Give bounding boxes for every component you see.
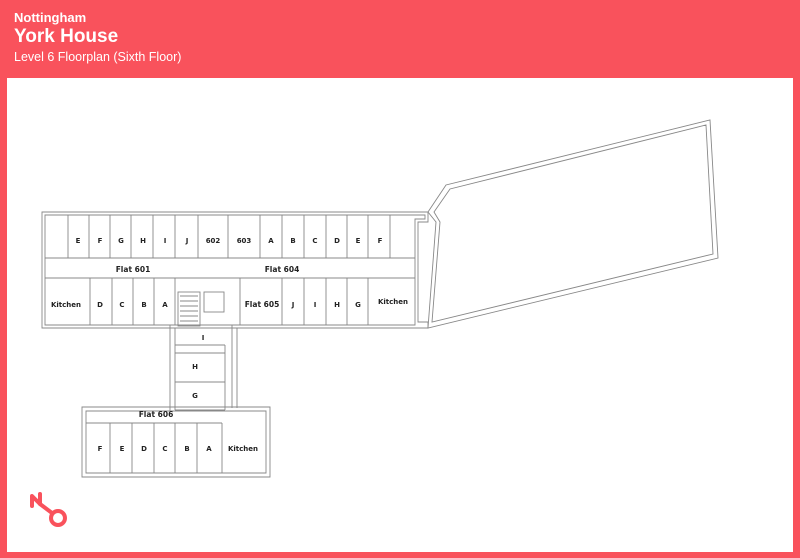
kitchen-label-south: Kitchen bbox=[228, 445, 258, 453]
room-606-bottom-2: D bbox=[141, 445, 147, 453]
room-606-bottom-5: A bbox=[206, 445, 212, 453]
room-601-bottom-3: A bbox=[162, 301, 168, 309]
room-601-top-5: J bbox=[185, 237, 189, 245]
north-wing-outline bbox=[41, 211, 429, 329]
stair-core bbox=[177, 291, 201, 327]
city-name: Nottingham bbox=[14, 10, 87, 25]
room-606-corridor-1: H bbox=[192, 363, 198, 371]
studio-602: 602 bbox=[206, 237, 221, 245]
room-601-top-0: E bbox=[76, 237, 81, 245]
room-601-top-1: F bbox=[98, 237, 103, 245]
room-604-top-1: B bbox=[290, 237, 295, 245]
room-605-bottom-2: H bbox=[334, 301, 340, 309]
room-605-bottom-1: I bbox=[314, 301, 317, 309]
kitchen-label-west: Kitchen bbox=[51, 301, 81, 309]
room-606-corridor-2: G bbox=[192, 392, 198, 400]
room-601-top-2: G bbox=[118, 237, 124, 245]
building-name: York House bbox=[14, 26, 119, 47]
floor-subtitle: Level 6 Floorplan (Sixth Floor) bbox=[14, 50, 182, 64]
room-labels: Kitchen Kitchen Kitchen Flat 601 Flat 60… bbox=[51, 237, 408, 453]
south-wing-outline bbox=[81, 406, 271, 478]
room-606-bottom-3: C bbox=[162, 445, 167, 453]
walls bbox=[41, 119, 719, 478]
brand-logo-icon bbox=[30, 492, 67, 527]
room-605-bottom-3: G bbox=[355, 301, 361, 309]
room-604-top-4: E bbox=[356, 237, 361, 245]
studio-603: 603 bbox=[237, 237, 252, 245]
room-601-bottom-0: D bbox=[97, 301, 103, 309]
flat-label-605: Flat 605 bbox=[245, 300, 280, 309]
roof-terrace-outline bbox=[427, 119, 719, 329]
room-601-top-4: I bbox=[164, 237, 167, 245]
room-601-bottom-1: C bbox=[119, 301, 124, 309]
room-604-top-5: F bbox=[378, 237, 383, 245]
header: Nottingham York House Level 6 Floorplan … bbox=[0, 0, 800, 78]
flat-label-604: Flat 604 bbox=[265, 265, 300, 274]
room-604-top-0: A bbox=[268, 237, 274, 245]
room-604-top-3: D bbox=[334, 237, 340, 245]
room-601-top-3: H bbox=[140, 237, 146, 245]
kitchen-label-east: Kitchen bbox=[378, 298, 408, 306]
room-606-bottom-0: F bbox=[98, 445, 103, 453]
room-601-bottom-2: B bbox=[141, 301, 146, 309]
flat-label-606: Flat 606 bbox=[139, 410, 174, 419]
room-605-bottom-0: J bbox=[291, 301, 295, 309]
room-604-top-2: C bbox=[312, 237, 317, 245]
room-606-bottom-4: B bbox=[184, 445, 189, 453]
room-606-corridor-0: I bbox=[202, 334, 205, 342]
room-606-bottom-1: E bbox=[120, 445, 125, 453]
flat-label-601: Flat 601 bbox=[116, 265, 151, 274]
